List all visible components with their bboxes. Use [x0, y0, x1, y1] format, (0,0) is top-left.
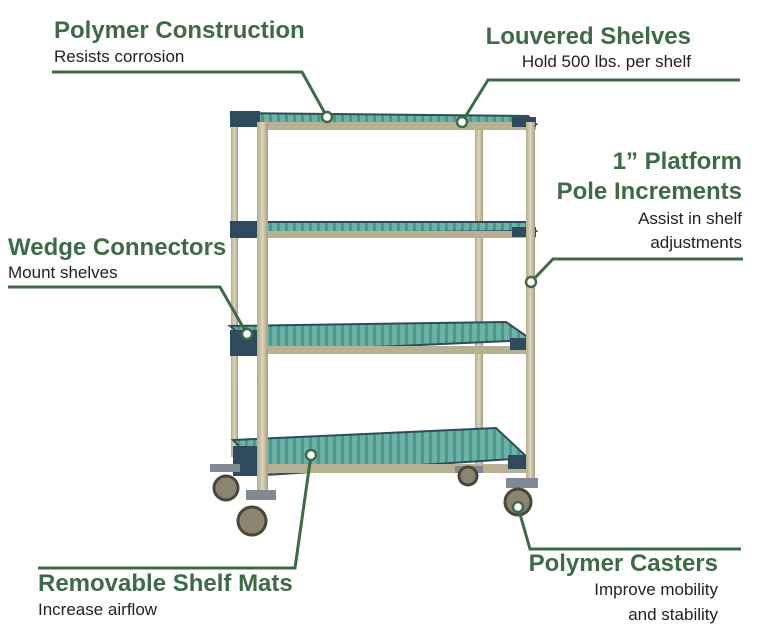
leader-platform-pole — [529, 257, 743, 284]
callout-dot — [455, 115, 469, 129]
leader-polymer-casters — [516, 506, 741, 551]
back-right-pole — [475, 122, 483, 467]
callout-dot — [240, 327, 254, 341]
shelf-top — [229, 111, 539, 130]
back-left-pole — [231, 122, 238, 457]
callout-title-polymer-casters: Polymer Casters — [528, 550, 718, 577]
callout-dot — [511, 500, 525, 514]
callout-title-platform-pole-line1: 1” Platform — [612, 148, 742, 175]
callout-subtitle-removable-mats: Increase airflow — [38, 600, 158, 619]
callout-dot — [320, 110, 334, 124]
leader-wedge-connectors — [8, 285, 249, 335]
callout-subtitle-polymer-casters-line1: Improve mobility — [594, 580, 718, 599]
callout-title-louvered-shelves: Louvered Shelves — [485, 23, 691, 50]
callout-dot — [524, 275, 538, 289]
caster-back-right — [455, 465, 483, 487]
callout-dot — [304, 448, 318, 462]
shelf-second — [229, 221, 539, 238]
callout-subtitle-platform-pole-line2: adjustments — [650, 233, 742, 252]
callout-title-platform-pole-line2: Pole Increments — [556, 178, 742, 205]
callout-subtitle-wedge-connectors: Mount shelves — [8, 263, 118, 282]
leader-removable-mats — [38, 454, 313, 570]
caster-back-left — [210, 464, 240, 502]
leader-polymer-construction — [52, 70, 329, 118]
callout-title-polymer-construction: Polymer Construction — [54, 17, 305, 44]
callout-title-wedge-connectors: Wedge Connectors — [8, 234, 227, 261]
caster-front-left — [236, 490, 276, 537]
leader-louvered-shelves — [460, 78, 740, 123]
callout-title-removable-mats: Removable Shelf Mats — [38, 570, 293, 597]
shelf-third — [227, 320, 536, 356]
shelf-bottom — [230, 426, 532, 477]
front-left-pole — [257, 122, 268, 490]
callout-subtitle-polymer-construction: Resists corrosion — [54, 47, 185, 66]
front-right-pole — [526, 122, 535, 484]
callout-subtitle-platform-pole-line1: Assist in shelf — [638, 209, 742, 228]
callout-subtitle-polymer-casters-line2: and stability — [628, 605, 718, 624]
callout-subtitle-louvered-shelves: Hold 500 lbs. per shelf — [521, 52, 691, 71]
